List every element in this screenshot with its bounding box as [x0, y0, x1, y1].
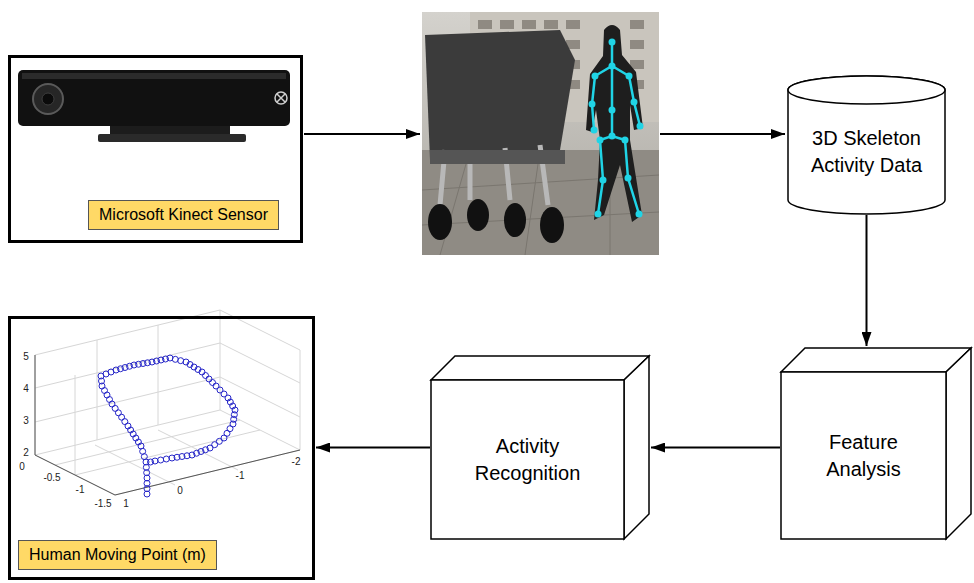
axis-tick: -1 — [76, 485, 85, 495]
photo-ground — [422, 12, 659, 255]
plot-grid — [35, 310, 300, 495]
kinect-lens — [33, 84, 63, 114]
skeleton-bones — [592, 42, 640, 214]
kinect-body — [18, 70, 290, 126]
skeleton-photo — [422, 12, 659, 255]
node-label: Activity Recognition — [460, 433, 595, 487]
process-cube: Feature Analysis — [780, 347, 972, 540]
kinect-stand — [98, 134, 246, 142]
node-label: 3D Skeleton Activity Data — [799, 125, 934, 179]
kinect-lens-inner — [42, 93, 54, 105]
cube-side — [946, 348, 971, 539]
trajectory-point — [169, 455, 175, 461]
plot-axes — [35, 355, 300, 495]
axis-tick: 0 — [177, 486, 183, 496]
kinect-logo — [275, 92, 287, 104]
axis-tick: -1.5 — [94, 499, 111, 509]
kinect-neck — [110, 126, 230, 134]
axis-tick: -2 — [292, 457, 301, 467]
axis-tick: 3 — [23, 416, 29, 426]
trajectory-point — [199, 369, 205, 375]
flow-arrow — [304, 133, 420, 135]
flow-arrow — [316, 447, 430, 449]
process-cube: Activity Recognition — [430, 355, 650, 540]
axis-tick: -0.5 — [43, 473, 60, 483]
trajectory-point — [210, 380, 216, 386]
trajectory-point — [203, 373, 209, 379]
cube-top — [431, 356, 649, 380]
output-box: Human Moving Point (m) — [8, 316, 315, 580]
cylinder-body — [788, 76, 945, 214]
caption-label: Human Moving Point (m) — [18, 540, 217, 570]
axis-tick: 5 — [23, 352, 29, 362]
cube-front — [431, 380, 624, 539]
trajectory-point — [163, 456, 169, 462]
skeleton-joints — [589, 39, 644, 218]
trajectory-plot — [35, 310, 300, 497]
axis-tick: -1 — [236, 471, 245, 481]
trajectory-points — [98, 355, 238, 497]
trajectory-point — [158, 457, 164, 463]
cylinder-top — [788, 76, 945, 104]
axis-tick: 2 — [23, 448, 29, 458]
node-label: Feature Analysis — [796, 429, 931, 483]
robot-base — [430, 150, 565, 164]
database-cylinder: 3D Skeleton Activity Data — [787, 75, 946, 215]
robot-frame — [425, 30, 575, 160]
axis-tick: 0 — [19, 462, 25, 472]
cube-top — [781, 348, 971, 372]
kinect-highlight — [22, 73, 286, 79]
axis-tick: 4 — [23, 384, 29, 394]
cube-side — [624, 356, 649, 539]
cube-front — [781, 372, 946, 539]
axis-tick: 1 — [123, 499, 129, 509]
robot-wheels — [428, 199, 564, 243]
caption-label: Microsoft Kinect Sensor — [88, 200, 279, 230]
kinect-logo-mark — [277, 94, 285, 102]
trajectory-point — [148, 459, 154, 465]
flow-arrow — [651, 447, 780, 449]
flow-arrow — [866, 215, 868, 346]
sensor-box: Microsoft Kinect Sensor — [8, 55, 303, 243]
person-silhouette — [586, 25, 643, 222]
kinect-picture — [18, 70, 290, 142]
trajectory-point — [206, 376, 212, 382]
flow-arrow — [660, 133, 785, 135]
